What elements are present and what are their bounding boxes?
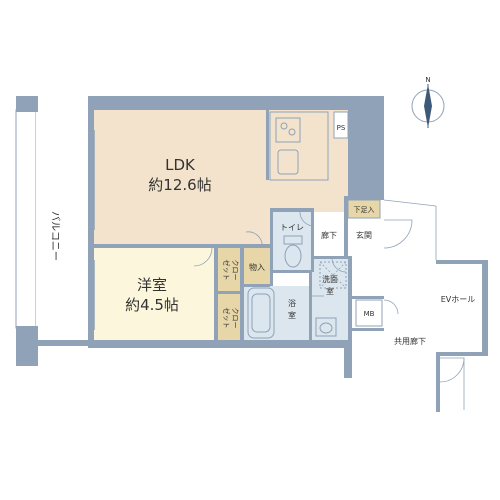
bathtub-icon [247, 287, 275, 339]
washroom-floor [312, 258, 348, 342]
western-room-name: 洋室 [137, 276, 167, 294]
closet-1-label-top: クロー [231, 260, 239, 281]
storage-label: 物入 [249, 262, 265, 272]
western-room-floor [92, 248, 215, 340]
kitchen-counter [269, 111, 329, 181]
bath-label-top: 浴 [288, 298, 296, 308]
toilet-floor [272, 212, 312, 272]
north-compass-icon: N [411, 76, 445, 128]
bath-label-bottom: 室 [288, 310, 296, 320]
mb-label: MB [364, 310, 375, 318]
toilet-icon [283, 235, 303, 268]
western-room-size: 約4.5帖 [125, 296, 179, 314]
walls [16, 96, 488, 412]
toilet-label: トイレ [280, 223, 304, 232]
washroom-label-top: 洗面 [322, 274, 338, 284]
storage-floor [244, 248, 270, 284]
bath-floor [244, 286, 310, 342]
refrigerator-space [349, 141, 377, 169]
closet-1-label-bottom: ゼット [222, 260, 231, 281]
compass-north-label: N [425, 76, 430, 84]
ldk-size: 約12.6帖 [148, 176, 211, 194]
closet-2-label-top: クロー [231, 308, 239, 329]
washbasin-icon [315, 317, 337, 337]
washing-machine-space [319, 261, 347, 289]
ps-box [333, 111, 349, 139]
ps-label: PS [337, 124, 346, 132]
meter-box [355, 299, 383, 327]
common-hallway-label: 共用廊下 [394, 336, 426, 346]
closet-1-floor [218, 248, 240, 292]
hallway-label: 廊下 [321, 230, 337, 240]
balcony-label: バルコニー [49, 211, 61, 261]
entrance-floor [344, 220, 384, 256]
closet-2-label-bottom: ゼット [222, 308, 231, 329]
closet-2-floor [218, 294, 240, 340]
sink-icon [277, 149, 299, 175]
ev-hall-label: EVホール [441, 295, 476, 304]
ldk-name: LDK [165, 156, 196, 174]
hallway-floor [314, 212, 344, 256]
shoe-box [347, 199, 381, 219]
stove-burner-icon [288, 128, 296, 136]
shoe-box-label: 下足入 [354, 206, 375, 214]
doors [93, 130, 465, 410]
washroom-label-bottom: 室 [326, 286, 334, 296]
stove-burner-icon [280, 122, 288, 130]
entrance-label: 玄関 [356, 230, 372, 240]
